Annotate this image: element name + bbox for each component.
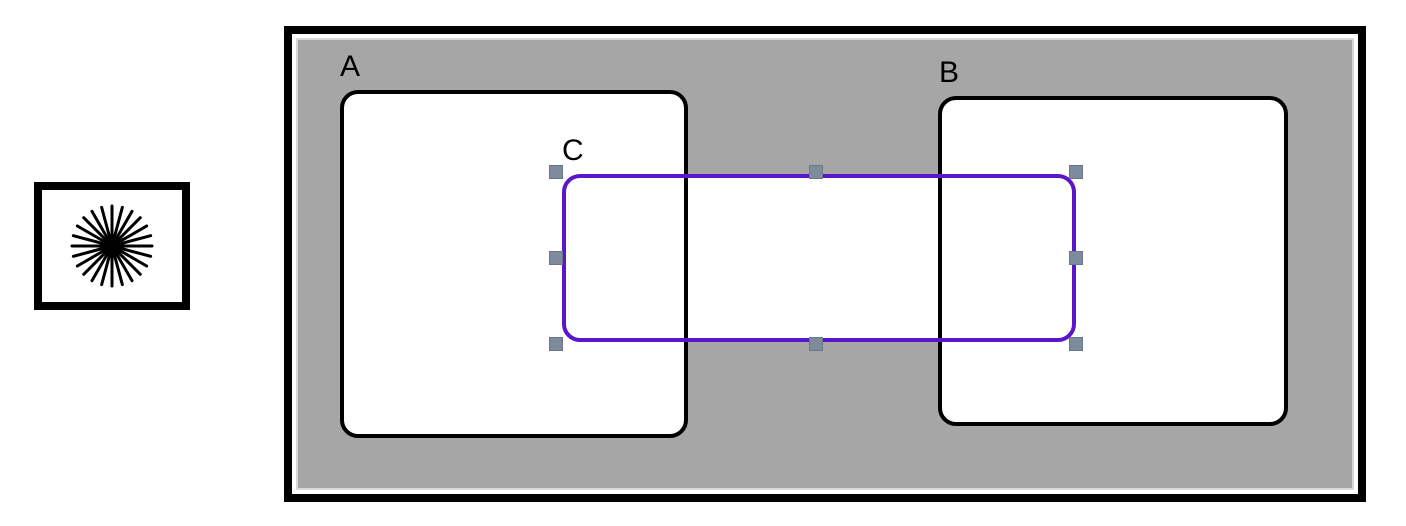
diagram-canvas: A B C <box>296 38 1354 490</box>
resize-handle-bottom[interactable] <box>810 338 822 350</box>
diagram-frame: A B C <box>284 26 1366 502</box>
label-c: C <box>562 134 584 167</box>
resize-handle-top-right[interactable] <box>1070 166 1082 178</box>
resize-handle-bottom-right[interactable] <box>1070 338 1082 350</box>
resize-handle-top[interactable] <box>810 166 822 178</box>
legend-box <box>34 182 190 310</box>
starburst-icon <box>70 204 154 288</box>
resize-handle-right[interactable] <box>1070 252 1082 264</box>
resize-handle-bottom-left[interactable] <box>550 338 562 350</box>
label-b: B <box>939 56 960 89</box>
resize-handle-left[interactable] <box>550 252 562 264</box>
region-b-edge-overlap <box>938 178 942 338</box>
resize-handle-top-left[interactable] <box>550 166 562 178</box>
label-a: A <box>340 50 361 83</box>
region-c[interactable] <box>562 174 1076 342</box>
region-a-edge-overlap <box>684 178 688 338</box>
